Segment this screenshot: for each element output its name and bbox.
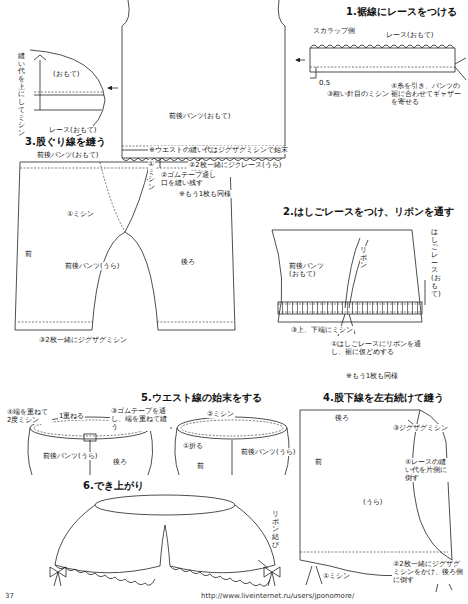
- callout-label: (おもて): [52, 70, 80, 78]
- callout-label: レース(おもて): [48, 126, 97, 134]
- vertical-label: ①ミシン: [148, 160, 155, 193]
- callout-label: 前後パンツ(うら): [240, 448, 296, 456]
- callout-label: ※もう1枚も同様: [178, 190, 232, 198]
- callout-label: ③ゴムテープを通し、端を重ねて縫う: [110, 407, 170, 431]
- callout-label: ③2枚一緒にジグザグミシン: [38, 336, 128, 344]
- callout-label: 後ろ: [180, 258, 196, 266]
- step-heading: 2.はしごレースをつけ、リボンを通す: [282, 206, 455, 218]
- callout-label: 後ろ: [334, 414, 350, 422]
- callout-label: レース(おもて): [385, 31, 434, 39]
- step-heading: 5.ウエスト線の始末をする: [140, 392, 263, 404]
- step-heading: 6.でき上がり: [82, 480, 145, 492]
- callout-label: 前: [314, 458, 323, 466]
- callout-label: ①折る: [182, 442, 204, 450]
- callout-label: 前後パンツ(うら): [42, 452, 98, 460]
- callout-label: ②ミシン: [206, 410, 235, 418]
- callout-label: 前後パンツ(おもて): [36, 151, 99, 159]
- callout-label: ③ジグザグミシン: [392, 424, 449, 432]
- callout-label: ※ウエストの縫い代はジグザグミシンで始末: [148, 146, 289, 154]
- callout-label: ①ミシン: [66, 210, 95, 218]
- callout-label: (うら): [362, 498, 383, 506]
- vertical-label: リボン結び: [272, 510, 279, 550]
- step-heading: 3.股ぐり線を縫う: [24, 136, 107, 148]
- callout-label: 前後パンツ(うら): [64, 262, 120, 270]
- callout-label: ③上、下端にミシン: [290, 326, 354, 334]
- callout-label: ※もう1枚も同様: [345, 372, 399, 380]
- callout-label: ②2枚一緒にジグザグミシンをかけ、後ろ側に倒す: [392, 560, 464, 584]
- callout-label: 後ろ: [112, 458, 128, 466]
- callout-label: ①ミシン: [322, 572, 351, 580]
- step-heading: 1.裾線にレースをつける: [345, 6, 458, 18]
- vertical-label: はしごレース(おもて): [431, 228, 438, 299]
- callout-label: スカラップ側: [312, 27, 356, 35]
- footer-text: http://www.liveinternet.ru/users/jponomo…: [200, 592, 355, 600]
- callout-label: 前: [196, 462, 205, 470]
- callout-label: 前後パンツ(おもて): [168, 112, 231, 120]
- callout-label: ②ゴムテープ通し口を縫い残す: [160, 171, 224, 187]
- callout-label: 前後パンツ(おもて): [288, 262, 332, 278]
- callout-label: レース(うら): [240, 161, 282, 169]
- vertical-label: リボン: [360, 246, 367, 271]
- vertical-label: 縫い代を上にしてミシン: [18, 52, 25, 139]
- callout-label: ①はしごレースにリボンを通し、裾に仮どめする: [330, 340, 428, 356]
- callout-label: 前: [24, 250, 33, 258]
- callout-label: 0.5: [318, 79, 331, 87]
- callout-label: ④レースの縫い代を片側に倒す: [404, 458, 452, 482]
- callout-label: ④糸を引き、パンツの裾に合わせてギャザーを寄せる: [390, 82, 464, 106]
- callout-label: 1重ねる: [58, 412, 85, 420]
- callout-label: ③粗い針目のミシン: [326, 90, 390, 98]
- callout-label: ④端を重ねて2度ミシン: [6, 408, 52, 424]
- step-heading: 4.股下線を左右続けて縫う: [322, 392, 445, 404]
- footer-text: 37: [4, 592, 15, 600]
